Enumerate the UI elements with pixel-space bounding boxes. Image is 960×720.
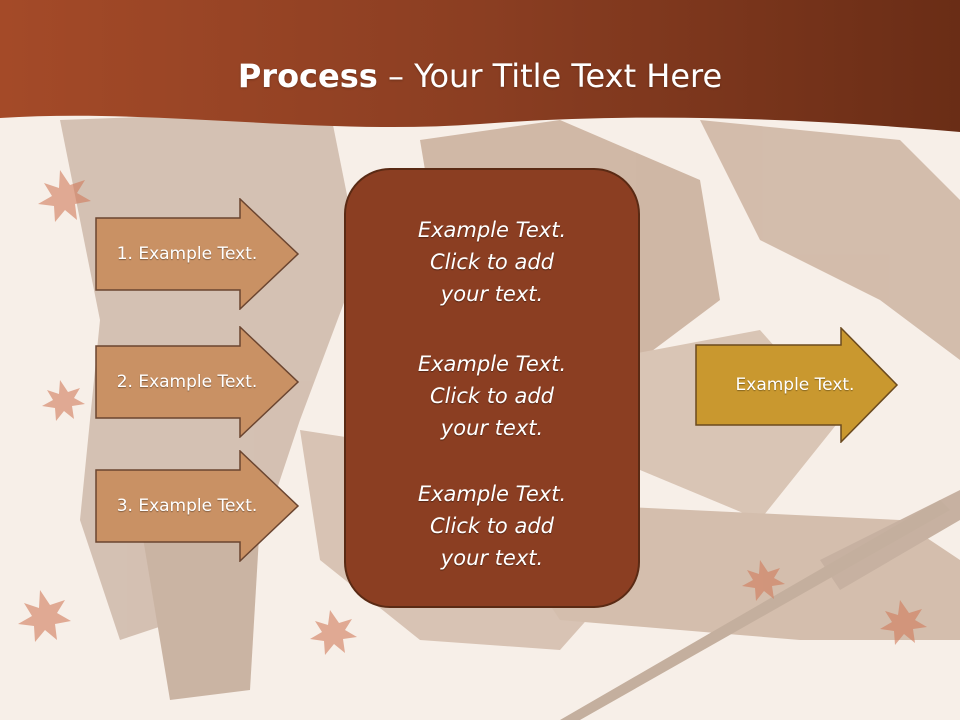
center-text-line: your text. bbox=[440, 282, 544, 306]
result-arrow-label: Example Text. bbox=[735, 375, 855, 395]
process-arrow-label: 1. Example Text. bbox=[116, 244, 258, 264]
process-arrow-2[interactable]: 2. Example Text. bbox=[95, 326, 300, 438]
center-text-line: Example Text. bbox=[417, 352, 567, 376]
result-arrow[interactable]: Example Text. bbox=[695, 327, 899, 443]
center-text-line: Example Text. bbox=[417, 482, 567, 506]
arrow-shape-icon bbox=[695, 327, 899, 443]
process-arrow-1[interactable]: 1. Example Text. bbox=[95, 198, 300, 310]
arrow-shape-icon bbox=[95, 326, 300, 438]
center-text-line: your text. bbox=[440, 546, 544, 570]
center-text-line: Click to add bbox=[429, 384, 554, 408]
center-text-block-1[interactable]: Example Text. Click to add your text. bbox=[346, 214, 638, 310]
process-arrow-3[interactable]: 3. Example Text. bbox=[95, 450, 300, 562]
arrow-shape-icon bbox=[95, 198, 300, 310]
center-text-box[interactable]: Example Text. Click to add your text. Ex… bbox=[344, 168, 640, 608]
arrow-shape-icon bbox=[95, 450, 300, 562]
center-text-block-2[interactable]: Example Text. Click to add your text. bbox=[346, 348, 638, 444]
center-text-block-3[interactable]: Example Text. Click to add your text. bbox=[346, 478, 638, 574]
process-arrow-label: 3. Example Text. bbox=[116, 496, 258, 516]
center-text-line: Example Text. bbox=[417, 218, 567, 242]
page-title: Process – Your Title Text Here bbox=[237, 57, 723, 95]
center-text-line: your text. bbox=[440, 416, 544, 440]
process-arrow-label: 2. Example Text. bbox=[116, 372, 258, 392]
center-text-line: Click to add bbox=[429, 514, 554, 538]
center-text-line: Click to add bbox=[429, 250, 554, 274]
